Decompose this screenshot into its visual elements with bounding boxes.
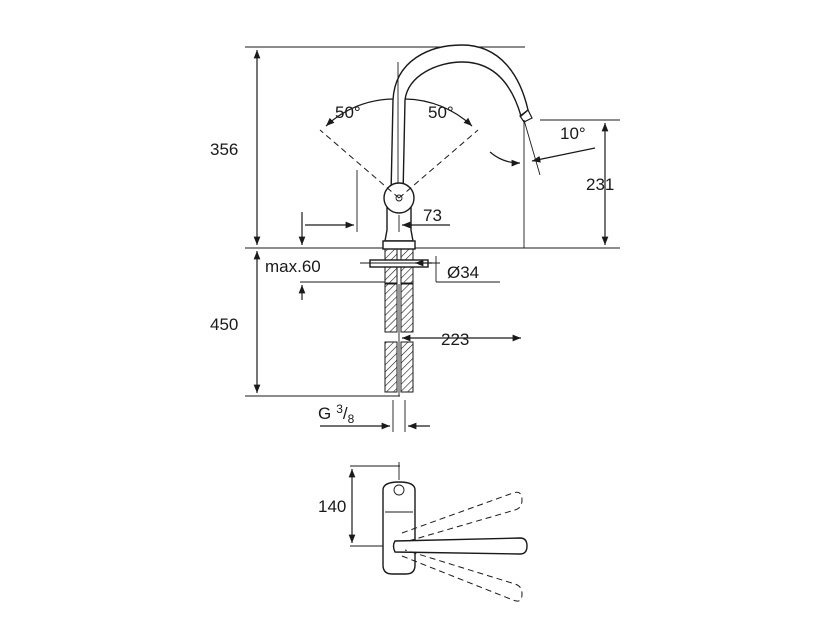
angle-left-label: 50°: [335, 103, 361, 122]
below-counter-label: 450: [210, 315, 238, 334]
hole-diameter-label: Ø34: [447, 263, 479, 282]
countertop-section: [360, 248, 440, 284]
plan-view: [348, 462, 528, 602]
spout: [390, 44, 533, 196]
spout-angle-dimension: [489, 119, 620, 248]
spout-height-label: 231: [586, 175, 614, 194]
thread-slash: /: [343, 404, 348, 423]
lever-height-label: 140: [318, 497, 346, 516]
max-thickness-dimension: [298, 212, 385, 300]
thread-numerator: 3: [336, 402, 343, 416]
thread-dimension: [320, 400, 430, 432]
spout-angle-label: 10°: [560, 124, 586, 143]
thread-prefix: G: [318, 404, 331, 423]
supply-hoses: [384, 283, 414, 396]
lever-offset-label: 73: [423, 206, 442, 225]
lever-swing-lines: [319, 98, 479, 199]
angle-right-label: 50°: [428, 103, 454, 122]
max-thickness-label: max.60: [265, 257, 321, 276]
lever-offset-dimension: [305, 170, 450, 232]
thread-denominator: 8: [348, 412, 355, 426]
hole-diameter-dimension: [415, 256, 500, 283]
spout-reach-label: 223: [441, 330, 469, 349]
overall-height-label: 356: [210, 140, 238, 159]
